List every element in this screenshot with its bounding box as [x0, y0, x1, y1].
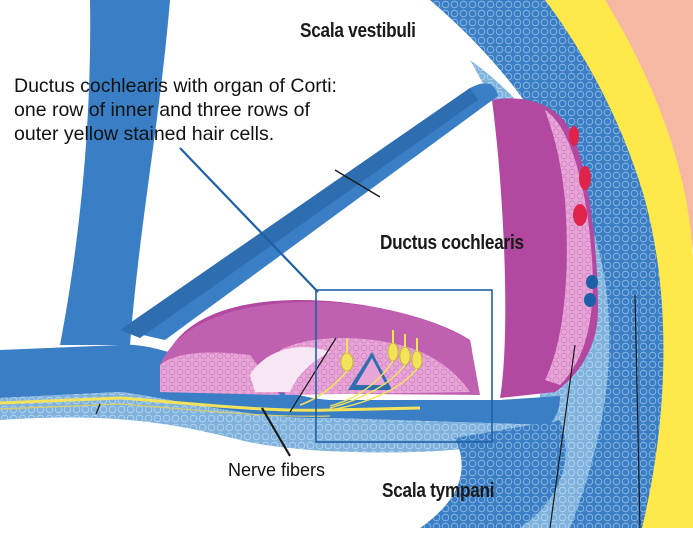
blue-vessel-1: [586, 275, 598, 289]
label-nerve-fibers: Nerve fibers: [228, 460, 325, 481]
label-scala-vestibuli: Scala vestibuli: [300, 20, 416, 43]
caption-block: Ductus cochlearis with organ of Corti: o…: [14, 74, 337, 146]
red-vessel-3: [573, 204, 587, 226]
caption-line-1: Ductus cochlearis with organ of Corti:: [14, 74, 337, 98]
red-vessel-2: [579, 166, 591, 190]
caption-line-3: outer yellow stained hair cells.: [14, 122, 337, 146]
caption-line-2: one row of inner and three rows of: [14, 98, 337, 122]
blue-vessel-2: [584, 293, 596, 307]
label-scala-tympani: Scala tympani: [382, 480, 494, 503]
label-ductus-cochlearis: Ductus cochlearis: [380, 232, 524, 255]
upper-bone: [60, 0, 170, 345]
red-vessel-1: [569, 126, 579, 146]
